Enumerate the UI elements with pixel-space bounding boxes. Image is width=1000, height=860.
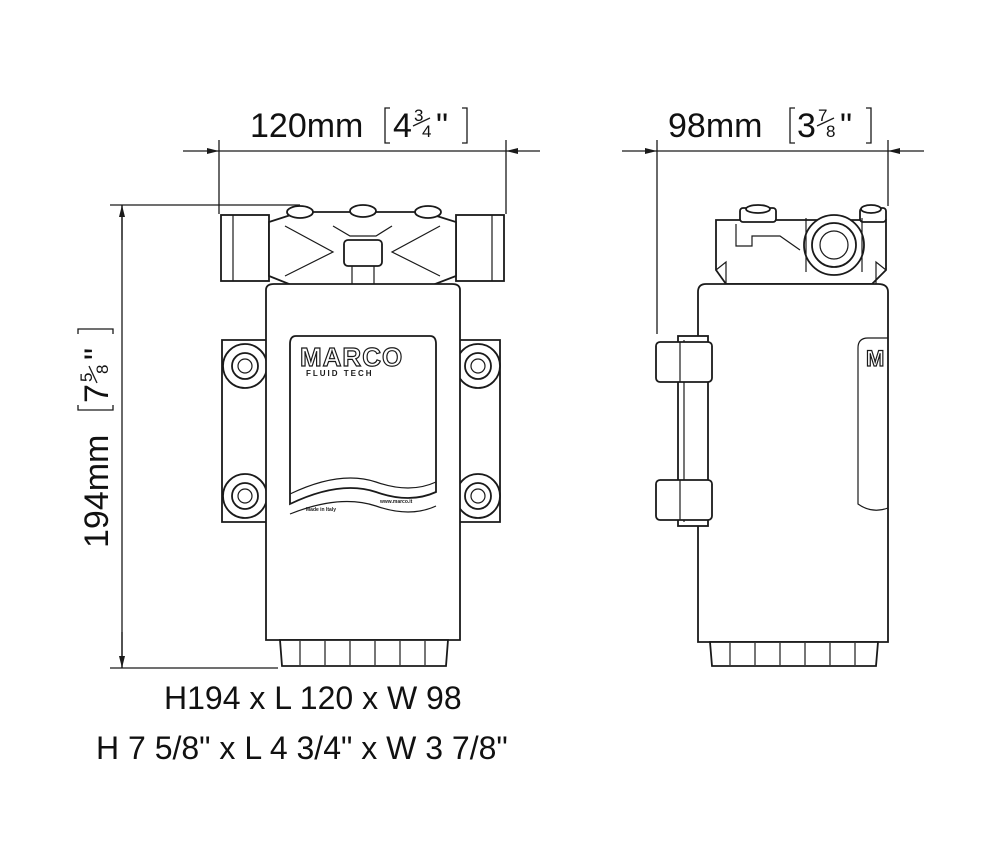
dimension-front-width: 120mm 4 3 4 " (183, 106, 540, 214)
front-width-mm: 120mm (250, 107, 363, 145)
front-width-inch-num: 3 (414, 106, 423, 125)
height-inch-den: 8 (93, 365, 112, 374)
height-mm: 194mm (78, 435, 116, 548)
side-width-inch-den: 8 (826, 122, 835, 141)
side-width-mm: 98mm (668, 107, 762, 145)
side-brand-logo: M (866, 346, 885, 371)
side-mounting-bracket (655, 335, 713, 527)
caption-imperial: H 7 5/8" x L 4 3/4" x W 3 7/8" (96, 730, 508, 766)
height-inch-num: 5 (77, 373, 96, 382)
front-width-inch-whole: 4 (393, 107, 412, 145)
height-inch-close: " (78, 348, 116, 360)
brand-logo: MARCO (300, 342, 403, 372)
side-width-inch-whole: 3 (797, 107, 816, 145)
side-pump-head (715, 204, 887, 285)
height-inch-whole: 7 (78, 384, 116, 403)
side-view: M (655, 204, 889, 667)
dimension-side-width: 98mm 3 7 8 " (622, 106, 924, 334)
front-width-inch-den: 4 (422, 122, 431, 141)
front-width-inch-close: " (436, 107, 448, 145)
side-width-inch-num: 7 (818, 106, 827, 125)
caption-metric: H194 x L 120 x W 98 (164, 680, 462, 716)
front-label-panel: MARCO FLUID TECH Made in Italy www.marco… (289, 335, 437, 515)
front-view: MARCO FLUID TECH Made in Italy www.marco… (220, 204, 505, 667)
label-website: www.marco.it (379, 499, 413, 505)
front-pump-head (220, 204, 505, 291)
side-pump-body: M (697, 283, 889, 667)
label-made-in: Made in Italy (306, 507, 336, 513)
side-width-inch-close: " (840, 107, 852, 145)
brand-logo-subtext: FLUID TECH (306, 369, 374, 378)
dimension-height: 194mm 7 5 8 " (77, 204, 300, 669)
